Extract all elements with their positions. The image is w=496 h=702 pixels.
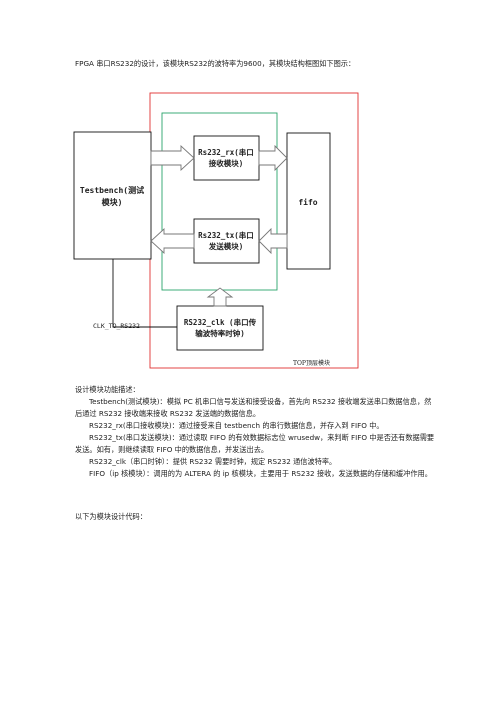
desc-fifo: FIFO（ip 核模块）：调用的为 ALTERA 的 ip 核模块，主要用于 R…: [89, 469, 432, 478]
arrow-testbench-to-rx: [150, 144, 195, 172]
fifo-label: fifo: [298, 197, 317, 207]
testbench-label-2: 模块): [102, 197, 123, 207]
desc-testbench: Testbench(测试模块)：模拟 PC 机串口信号发送和接受设备，首先向 R…: [75, 397, 432, 418]
desc-rx: RS232_rx(串口接收模块)：通过接受来自 testbench 的串行数据信…: [89, 421, 384, 430]
module-block-diagram: Testbench(测试 模块) Rs232_rx(串口 接收模块) Rs232…: [73, 92, 359, 369]
testbench-label-1: Testbench(测试: [80, 185, 144, 195]
intro-paragraph: FPGA 串口RS232的设计，该模块RS232的波特率为9600，其模块结构框…: [75, 59, 356, 68]
arrow-rx-to-fifo: [258, 144, 288, 172]
rs232-rx-label-1: Rs232_rx(串口: [198, 147, 254, 157]
rs232-tx-label-1: Rs232_tx(串口: [198, 230, 254, 240]
code-intro-line: 以下为模块设计代码：: [75, 512, 147, 521]
clk-signal-line: [112, 259, 177, 328]
testbench-box: [73, 131, 152, 260]
top-module-label: TOP顶层模块: [293, 359, 330, 367]
desc-tx: RS232_tx(串口发送模块)：通过读取 FIFO 的有效数据标志位 wrus…: [75, 433, 435, 454]
rs232-tx-label-2: 发送模块): [208, 241, 244, 251]
rs232-tx-box: [193, 218, 260, 264]
rs232-clk-label-1: RS232_clk (串口传: [184, 317, 257, 327]
desc-clk: RS232_clk（串口时钟）：提供 RS232 需要时钟，规定 RS232 通…: [89, 457, 337, 466]
arrow-tx-to-testbench: [150, 227, 195, 255]
desc-heading: 设计模块功能描述：: [75, 385, 140, 394]
module-description: 设计模块功能描述： Testbench(测试模块)：模拟 PC 机串口信号发送和…: [75, 384, 435, 480]
rs232-rx-box: [193, 135, 260, 181]
arrow-fifo-to-tx: [258, 227, 288, 255]
clk-signal-label: CLK_TO_RS232: [93, 322, 140, 330]
rs232-clk-label-2: 输波特率时钟): [195, 328, 245, 338]
rs232-rx-label-2: 接收模块): [209, 158, 244, 168]
fifo-box: [286, 132, 331, 270]
rs232-clk-box: [176, 305, 264, 351]
arrow-clk-up: [206, 287, 234, 307]
